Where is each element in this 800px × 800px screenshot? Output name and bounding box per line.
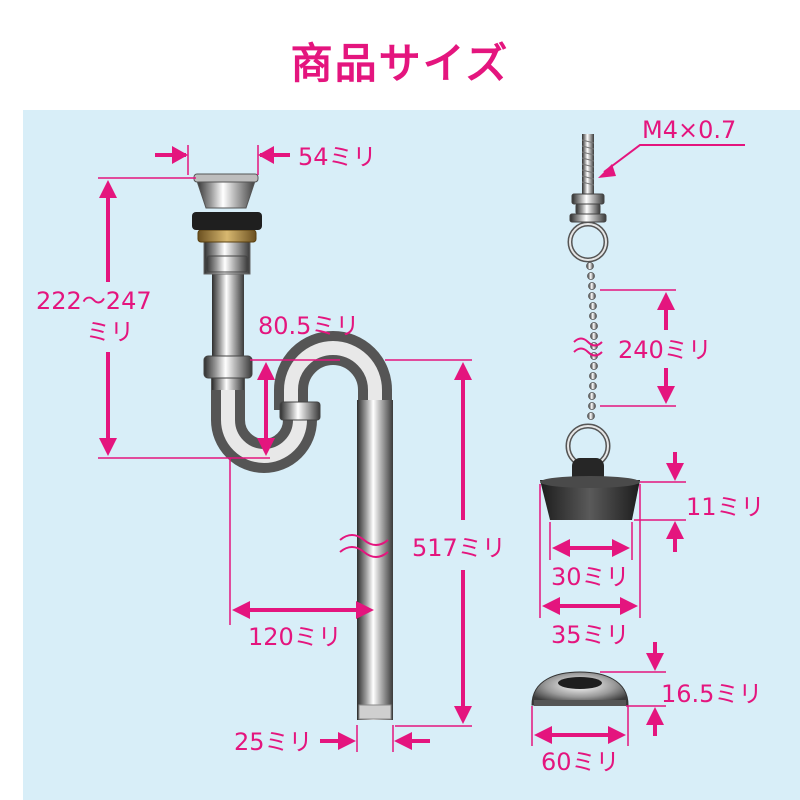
- label-tail-length: 517ミリ: [412, 534, 506, 562]
- label-flange-width: 60ミリ: [541, 748, 620, 776]
- flange-illustration: [531, 671, 629, 706]
- label-stopper-bottom: 30ミリ: [551, 563, 630, 591]
- dimension-stopper-bottom: [549, 522, 633, 560]
- label-stopper-top: 35ミリ: [551, 621, 630, 649]
- label-offset-width: 120ミリ: [248, 623, 342, 651]
- label-stopper-height: 11ミリ: [686, 493, 765, 521]
- dimension-chain-length: [573, 289, 676, 407]
- label-flange-height: 16.5ミリ: [661, 680, 762, 708]
- label-total-height-line1: 222〜247: [36, 287, 152, 315]
- label-pipe-diameter: 25ミリ: [234, 728, 313, 756]
- page-title: 商品サイズ: [290, 39, 510, 88]
- label-top-width: 54ミリ: [298, 143, 377, 171]
- dimension-flange-height: [600, 642, 666, 736]
- dimension-top-width: [155, 145, 290, 175]
- dimension-offset-width: [229, 458, 374, 625]
- dimension-tail-length: [339, 359, 472, 727]
- diagram-panel: [23, 110, 800, 800]
- stopper-chain-illustration: [540, 134, 640, 520]
- dimension-total-height: [98, 177, 270, 459]
- drain-trap-illustration: [192, 173, 393, 720]
- dimension-trap-depth: [250, 359, 340, 456]
- dimension-pipe-diameter: [320, 725, 430, 752]
- callout-thread: [598, 144, 745, 178]
- label-thread: M4×0.7: [642, 116, 736, 144]
- dimension-stopper-top: [539, 484, 641, 618]
- label-total-height-line2: ミリ: [86, 318, 134, 346]
- label-chain-length: 240ミリ: [618, 336, 712, 364]
- dimension-stopper-height: [634, 452, 686, 552]
- label-trap-depth: 80.5ミリ: [258, 312, 359, 340]
- dimension-flange-width: [531, 706, 629, 746]
